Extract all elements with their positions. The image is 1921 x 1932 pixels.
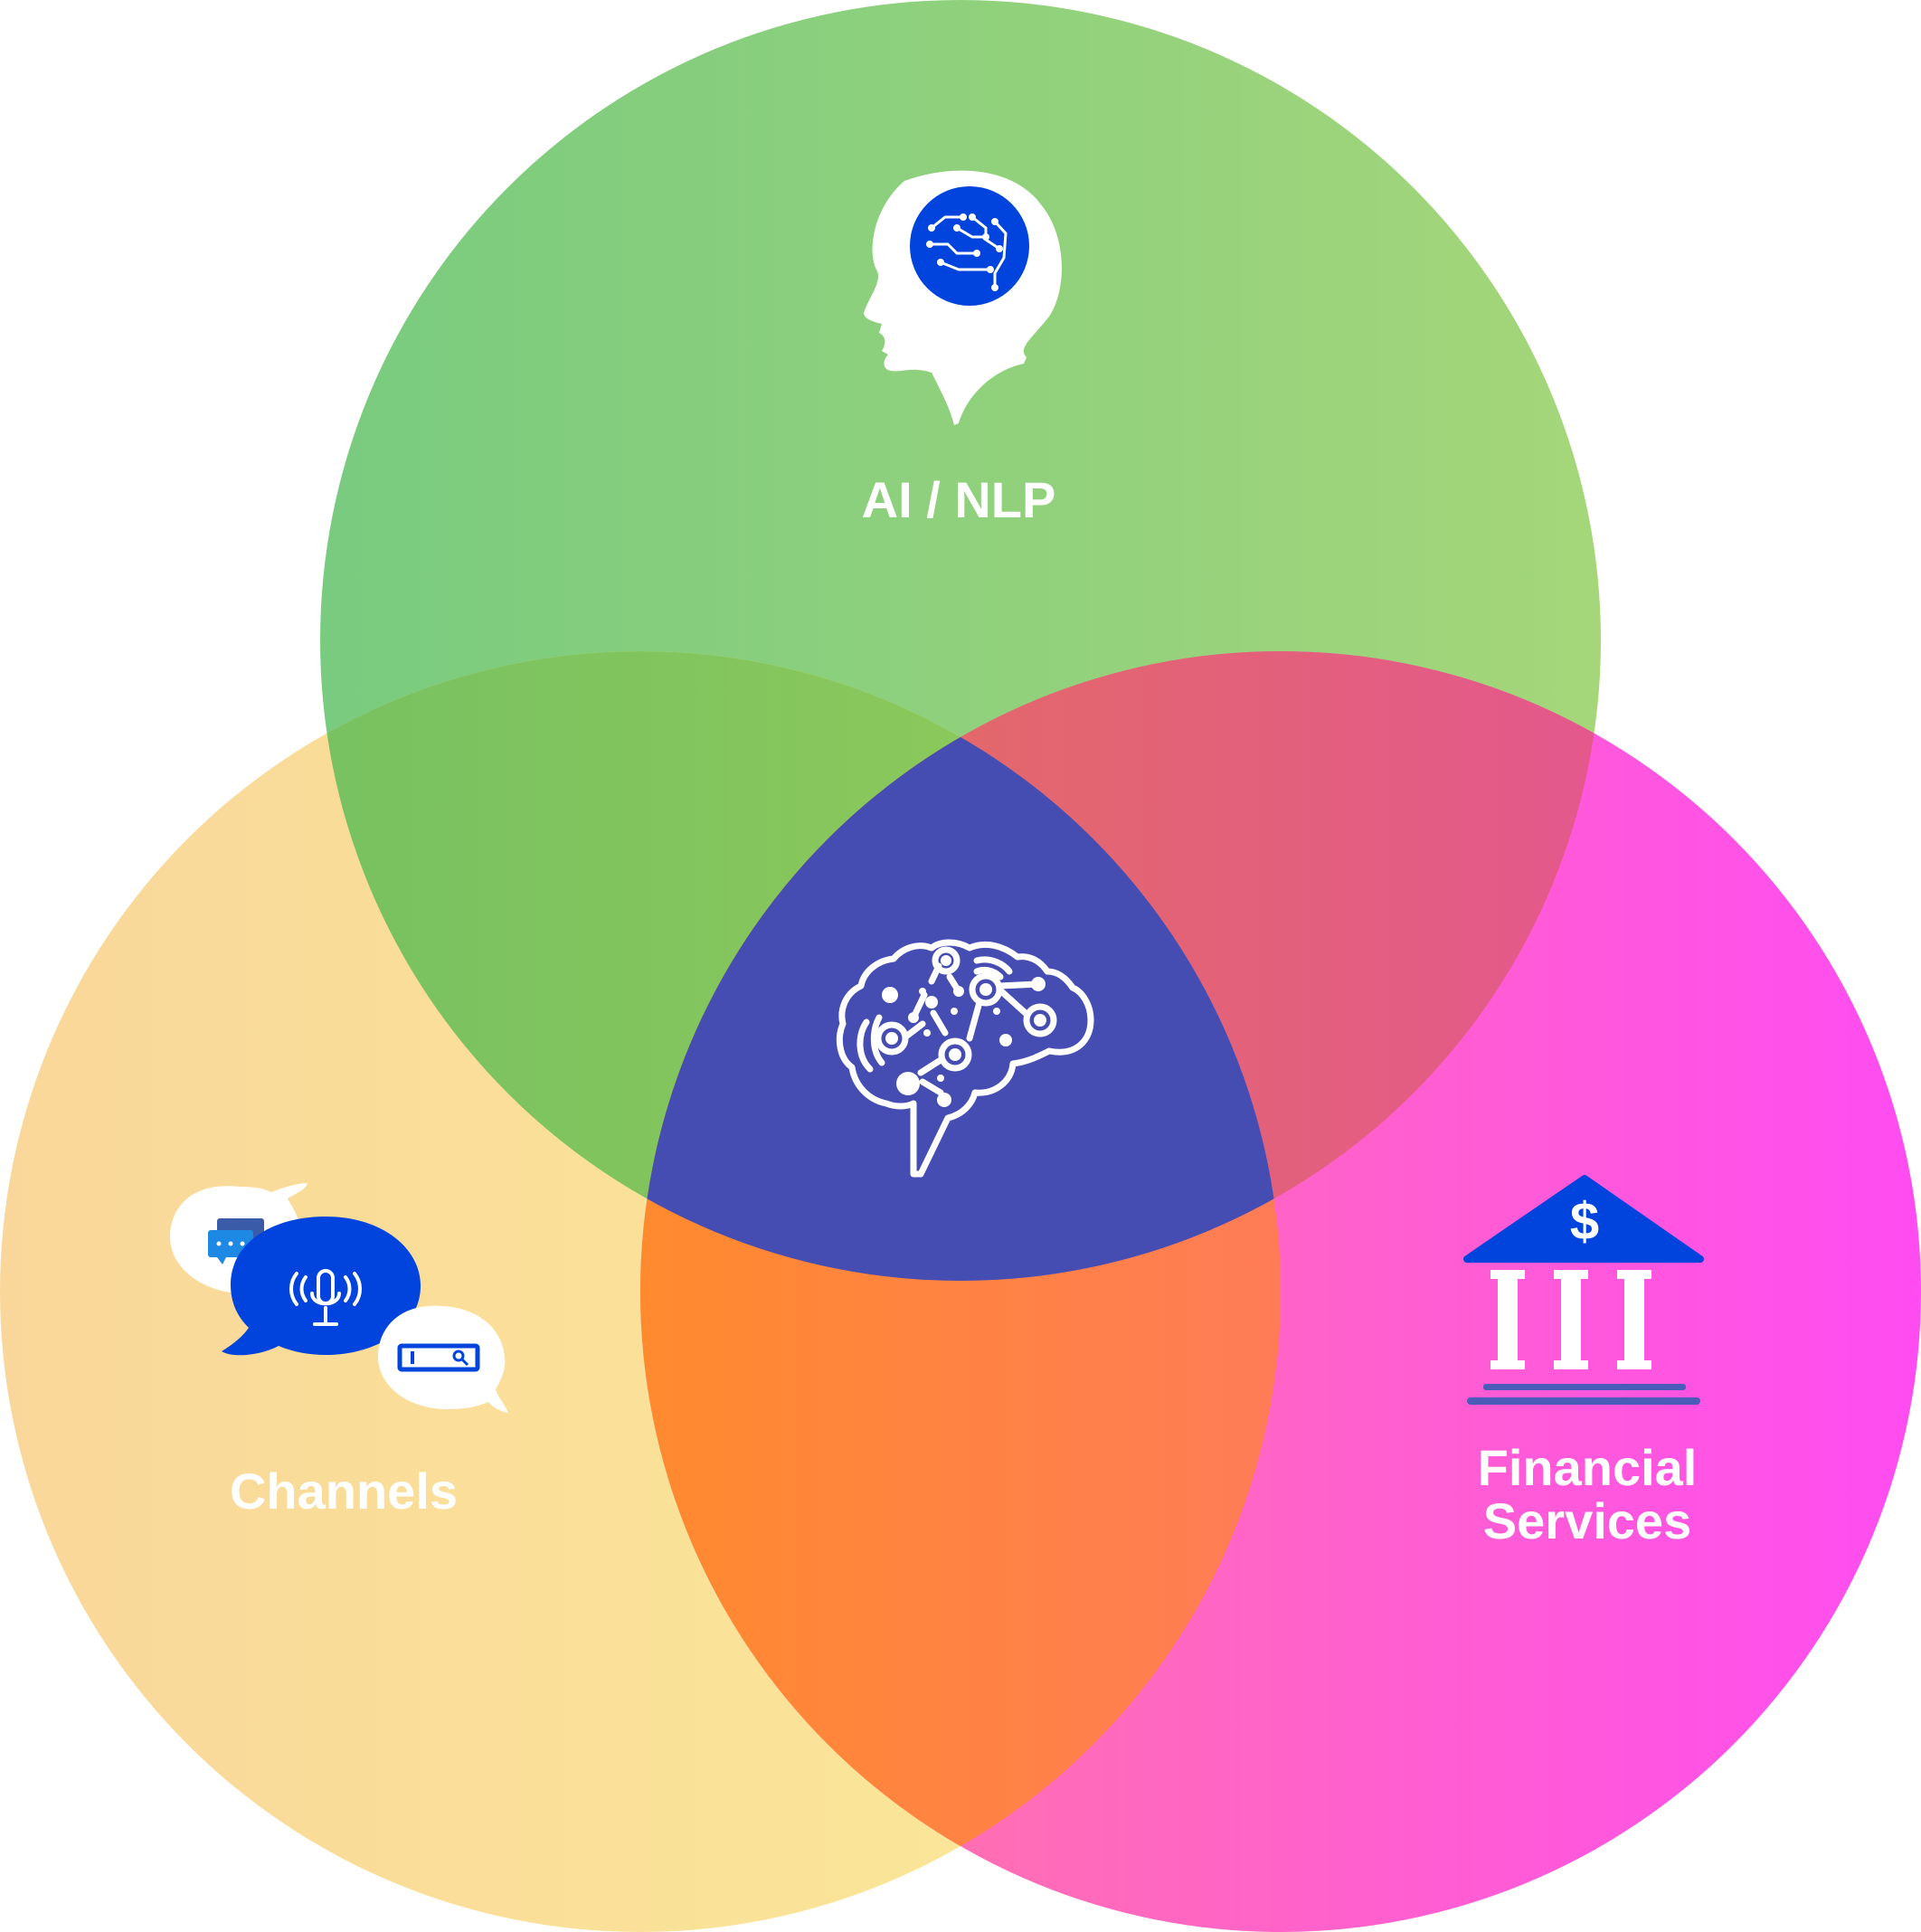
set-label-financial-line-2: Services (1482, 1492, 1692, 1549)
overlap-center (640, 651, 1281, 1281)
chat-bubbles-icon (170, 1183, 508, 1413)
head-circuit-brain-icon (864, 170, 1062, 425)
brain-network-nodes (882, 955, 1046, 1107)
set-label-financial-services: Financial Services (1366, 1439, 1809, 1549)
set-label-ai-nlp: AI / NLP (861, 471, 1056, 528)
ai-brain-network-icon (836, 939, 1094, 1178)
svg-text:$: $ (1570, 1192, 1599, 1251)
bank-dollar-icon: $ (1463, 1175, 1704, 1405)
set-label-channels: Channels (229, 1463, 459, 1520)
set-label-financial-line-1: Financial (1477, 1439, 1698, 1496)
